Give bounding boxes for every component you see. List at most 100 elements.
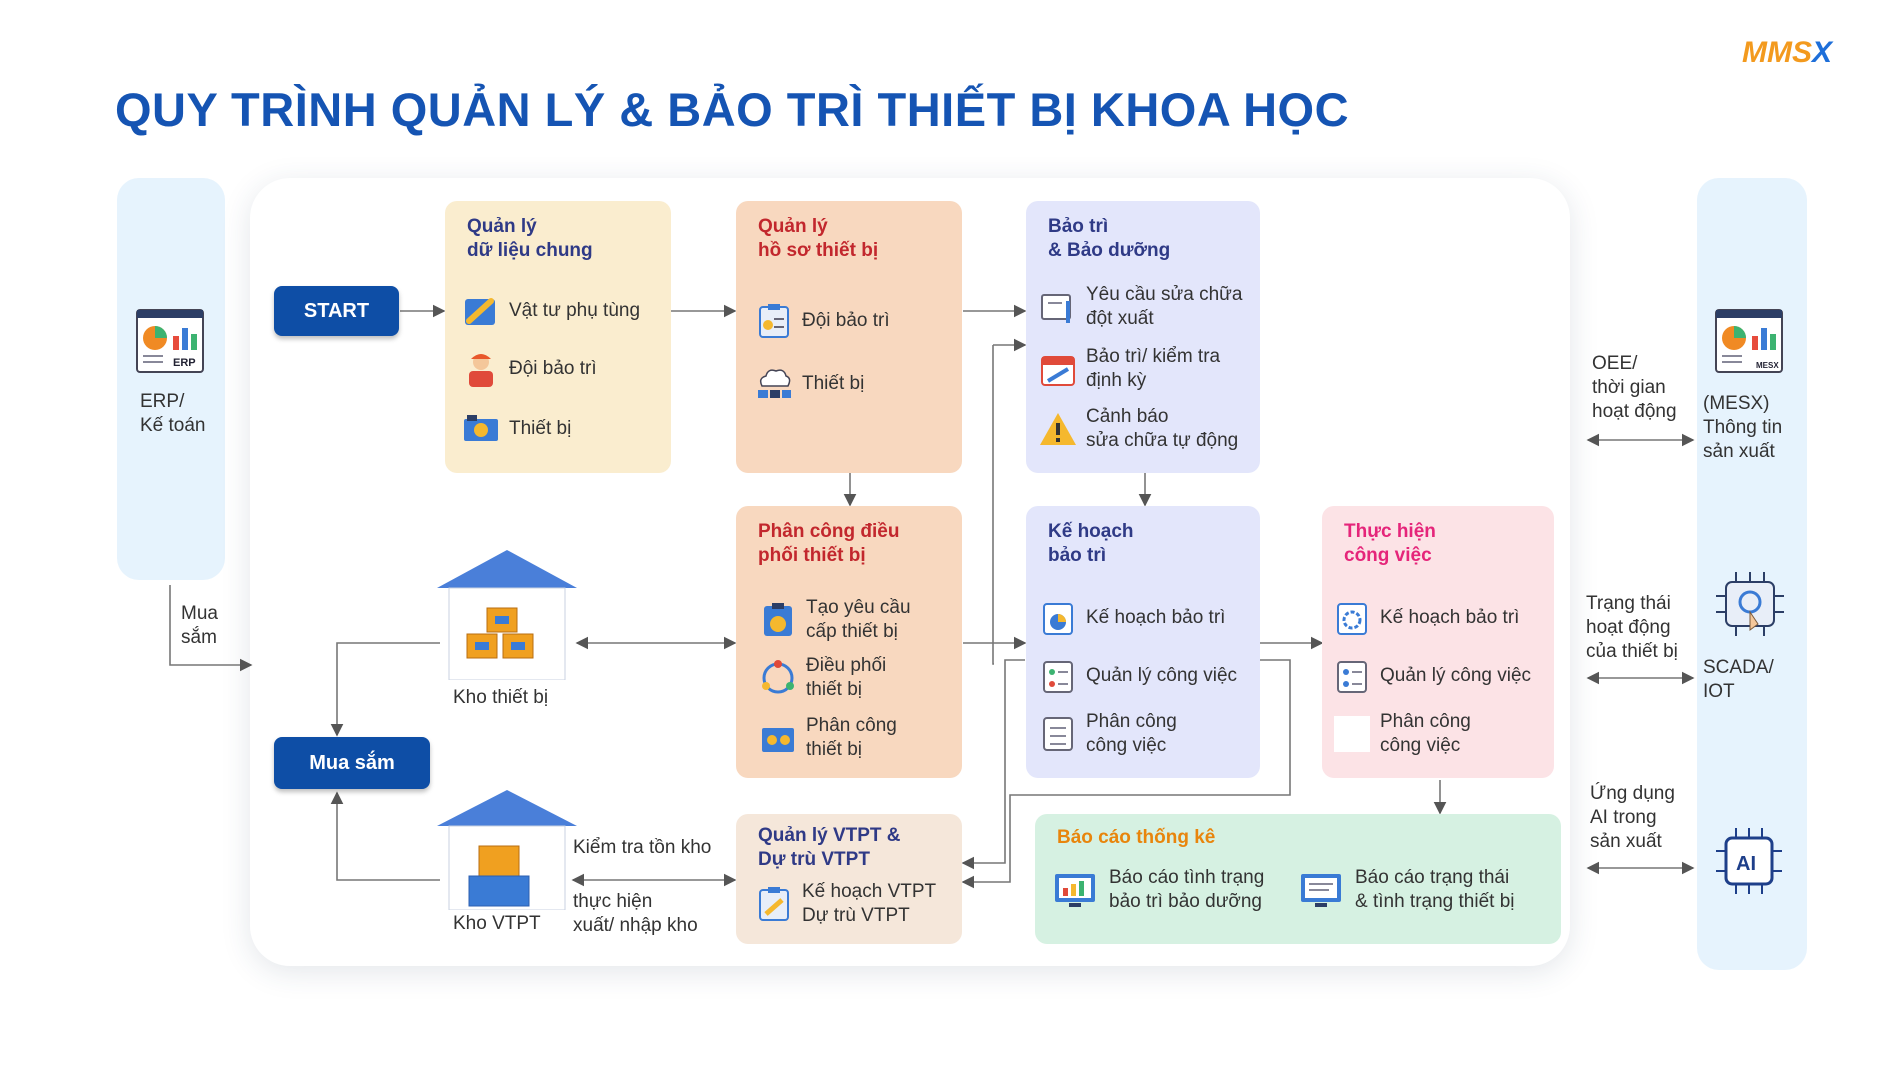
- item-label: Báo cáo tình trạng bảo trì bảo dưỡng: [1109, 867, 1265, 912]
- maintenance-plan-box: Kế hoạch bảo trì Kế hoạch bảo trì Quản l…: [1026, 506, 1260, 778]
- list-item: Phân công thiết bị: [758, 714, 897, 762]
- repair-request-icon: [1038, 287, 1078, 327]
- purchase-button[interactable]: Mua sắm: [274, 737, 430, 789]
- oee-note: OEE/ thời gian hoạt động: [1592, 353, 1677, 422]
- equipment-warehouse-label: Kho thiết bị: [453, 687, 549, 708]
- item-label: Kế hoạch VTPT Dự trù VTPT: [802, 881, 937, 926]
- task-list-icon: [1332, 656, 1372, 696]
- assign-equipment-icon: [758, 718, 798, 758]
- dispatch-icon: [758, 658, 798, 698]
- equipment-records-title: Quản lý hồ sơ thiết bị: [758, 216, 879, 261]
- item-label: Điều phối thiết bị: [806, 655, 887, 700]
- warehouse-icon: [437, 790, 577, 911]
- reports-title: Báo cáo thống kê: [1057, 827, 1216, 848]
- warehouse-icon: [437, 550, 577, 681]
- cloud-devices-icon: [754, 364, 794, 404]
- worker-icon: [461, 349, 501, 389]
- scada-iot-label: SCADA/ IOT: [1703, 657, 1774, 702]
- wrench-icon: [461, 291, 501, 331]
- item-label: Thiết bị: [509, 418, 572, 439]
- list-item: Đội bảo trì: [754, 301, 890, 341]
- supplies-title: Quản lý VTPT & Dự trù VTPT: [758, 825, 901, 870]
- list-item: Thiết bị: [754, 364, 864, 404]
- item-label: Phân công công việc: [1380, 711, 1471, 756]
- mesx-label: (MESX) Thông tin sản xuất: [1703, 393, 1783, 462]
- report-monitor-icon: [1053, 870, 1101, 910]
- list-item: Thiết bị: [461, 409, 571, 449]
- master-data-box: Quản lý dữ liệu chung Vật tư phụ tùng Độ…: [445, 201, 671, 473]
- maintenance-title: Bảo trì & Bảo dưỡng: [1048, 216, 1171, 261]
- clipboard-icon: [754, 301, 794, 341]
- svg-text:ERP: ERP: [173, 357, 196, 369]
- supplies-warehouse-label: Kho VTPT: [453, 913, 541, 934]
- brand-logo: MMSX: [1742, 36, 1833, 69]
- erp-panel: [117, 178, 225, 580]
- item-label: Vật tư phụ tùng: [509, 300, 641, 321]
- item-label: Quản lý công việc: [1380, 665, 1532, 686]
- allocation-box: Phân công điều phối thiết bị Tạo yêu cầu…: [736, 506, 962, 778]
- item-label: Báo cáo trạng thái & tình trạng thiết bị: [1355, 867, 1515, 912]
- allocation-title: Phân công điều phối thiết bị: [758, 521, 900, 566]
- item-label: Bảo trì/ kiểm tra định kỳ: [1086, 346, 1221, 391]
- execution-title: Thực hiện công việc: [1344, 521, 1436, 566]
- item-label: Tạo yêu cầu cấp thiết bị: [806, 597, 911, 642]
- list-item: Phân công công việc: [1038, 710, 1177, 758]
- report-monitor-icon: [1299, 870, 1347, 910]
- blank-icon: [1332, 714, 1372, 754]
- list-item: Cảnh báo sửa chữa tự động: [1038, 405, 1238, 453]
- item-label: Phân công công việc: [1086, 711, 1177, 756]
- list-item: Báo cáo trạng thái & tình trạng thiết bị: [1299, 866, 1515, 914]
- execute-stock-note: thực hiện xuất/ nhập kho: [573, 891, 698, 936]
- ai-note: Ứng dụng AI trong sản xuất: [1590, 783, 1675, 852]
- warning-icon: [1038, 409, 1078, 449]
- item-label: Yêu cầu sửa chữa đột xuất: [1086, 284, 1243, 329]
- check-stock-note: Kiểm tra tồn kho: [573, 837, 712, 858]
- supplies-plan-icon: [754, 884, 794, 924]
- equipment-icon: [461, 409, 501, 449]
- list-item: Yêu cầu sửa chữa đột xuất: [1038, 283, 1242, 331]
- supplies-warehouse: [437, 790, 577, 911]
- item-label: Kế hoạch bảo trì: [1086, 607, 1226, 628]
- calendar-tools-icon: [1038, 349, 1078, 389]
- plan-icon: [1038, 598, 1078, 638]
- list-item: Kế hoạch VTPT Dự trù VTPT: [754, 880, 936, 928]
- list-item: Kế hoạch bảo trì: [1332, 598, 1519, 638]
- task-list-icon: [1038, 656, 1078, 696]
- list-item: Tạo yêu cầu cấp thiết bị: [758, 596, 911, 644]
- request-form-icon: [758, 600, 798, 640]
- equipment-records-box: Quản lý hồ sơ thiết bị Đội bảo trì Thiết…: [736, 201, 962, 473]
- device-status-note: Trạng thái hoạt động của thiết bị: [1586, 593, 1678, 662]
- list-item: Bảo trì/ kiểm tra định kỳ: [1038, 345, 1220, 393]
- erp-icon: ERP: [135, 308, 205, 379]
- list-item: Đội bảo trì: [461, 349, 597, 389]
- item-label: Đội bảo trì: [509, 358, 597, 379]
- item-label: Đội bảo trì: [802, 310, 890, 331]
- svg-text:AI: AI: [1736, 853, 1756, 875]
- supplies-box: Quản lý VTPT & Dự trù VTPT Kế hoạch VTPT…: [736, 814, 962, 944]
- ai-chip-icon: AI: [1714, 826, 1784, 903]
- start-button[interactable]: START: [274, 286, 399, 336]
- execution-box: Thực hiện công việc Kế hoạch bảo trì Quả…: [1322, 506, 1554, 778]
- maintenance-plan-title: Kế hoạch bảo trì: [1048, 521, 1134, 566]
- svg-text:MESX: MESX: [1756, 361, 1779, 370]
- item-label: Phân công thiết bị: [806, 715, 897, 760]
- item-label: Cảnh báo sửa chữa tự động: [1086, 406, 1239, 451]
- maintenance-box: Bảo trì & Bảo dưỡng Yêu cầu sửa chữa đột…: [1026, 201, 1260, 473]
- mesx-icon: MESX: [1714, 308, 1784, 379]
- assign-task-icon: [1038, 714, 1078, 754]
- list-item: Phân công công việc: [1332, 710, 1471, 758]
- list-item: Kế hoạch bảo trì: [1038, 598, 1225, 638]
- list-item: Quản lý công việc: [1332, 656, 1531, 696]
- item-label: Quản lý công việc: [1086, 665, 1238, 686]
- scada-iot-icon: [1712, 568, 1788, 645]
- reports-box: Báo cáo thống kê Báo cáo tình trạng bảo …: [1035, 814, 1561, 944]
- erp-label: ERP/ Kế toán: [140, 391, 206, 436]
- master-data-title: Quản lý dữ liệu chung: [467, 216, 593, 261]
- list-item: Vật tư phụ tùng: [461, 291, 640, 331]
- item-label: Thiết bị: [802, 373, 865, 394]
- plan-icon: [1332, 598, 1372, 638]
- equipment-warehouse: [437, 550, 577, 681]
- item-label: Kế hoạch bảo trì: [1380, 607, 1520, 628]
- list-item: Quản lý công việc: [1038, 656, 1237, 696]
